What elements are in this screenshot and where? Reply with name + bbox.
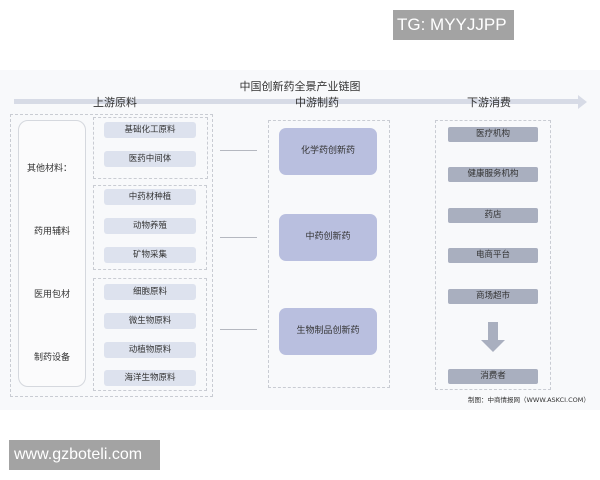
stage-downstream: 下游消费 xyxy=(467,96,511,109)
down-consumers: 消费者 xyxy=(448,369,538,384)
source-credit: 制图：中商情报网（WWW.ASKCI.COM） xyxy=(468,396,590,404)
item-basic-chemicals: 基础化工原料 xyxy=(104,122,196,138)
label-medical-packaging: 医用包材 xyxy=(34,290,71,300)
upstream-group-chemical xyxy=(93,117,208,179)
item-animal-breeding: 动物养殖 xyxy=(104,218,196,234)
tg-watermark-label: TG: MYYJJPP xyxy=(393,10,514,40)
item-marine-materials: 海洋生物原料 xyxy=(104,370,196,386)
mid-tcm-innovative-drug: 中药创新药 xyxy=(279,214,377,261)
upstream-container xyxy=(10,114,213,397)
downstream-container xyxy=(435,120,551,390)
label-other-materials: 其他材料： xyxy=(27,164,73,174)
connector-line xyxy=(220,329,257,330)
other-materials-box xyxy=(18,120,86,387)
upstream-group-biological xyxy=(93,278,207,391)
mid-biologic-innovative-drug: 生物制品创新药 xyxy=(279,308,377,355)
down-pharmacies: 药店 xyxy=(448,208,538,223)
mid-chemical-innovative-drug: 化学药创新药 xyxy=(279,128,377,175)
down-arrow-head-icon xyxy=(481,340,505,352)
item-cell-materials: 细胞原料 xyxy=(104,284,196,300)
label-pharma-equipment: 制药设备 xyxy=(34,353,71,363)
label-pharma-excipients: 药用辅料 xyxy=(34,227,71,237)
down-arrow-icon xyxy=(488,322,498,342)
connector-line xyxy=(220,237,257,238)
item-microbial-materials: 微生物原料 xyxy=(104,313,196,329)
item-herb-planting: 中药材种植 xyxy=(104,189,196,205)
item-plant-animal-materials: 动植物原料 xyxy=(104,342,196,358)
down-ecommerce-platforms: 电商平台 xyxy=(448,248,538,263)
down-medical-institutions: 医疗机构 xyxy=(448,127,538,142)
down-health-service-institutions: 健康服务机构 xyxy=(448,167,538,182)
flow-arrow-bar xyxy=(14,99,580,104)
site-watermark-label: www.gzboteli.com xyxy=(9,440,160,470)
item-pharma-intermediates: 医药中间体 xyxy=(104,151,196,167)
item-mineral-collection: 矿物采集 xyxy=(104,247,196,263)
upstream-group-natural xyxy=(93,185,207,270)
flow-arrow-head-icon xyxy=(578,95,587,109)
midstream-container xyxy=(268,120,390,388)
diagram-title: 中国创新药全景产业链图 xyxy=(239,80,361,93)
stage-midstream: 中游制药 xyxy=(295,96,339,109)
down-shopping-malls: 商场超市 xyxy=(448,289,538,304)
stage-upstream: 上游原料 xyxy=(93,96,137,109)
connector-line xyxy=(220,150,257,151)
